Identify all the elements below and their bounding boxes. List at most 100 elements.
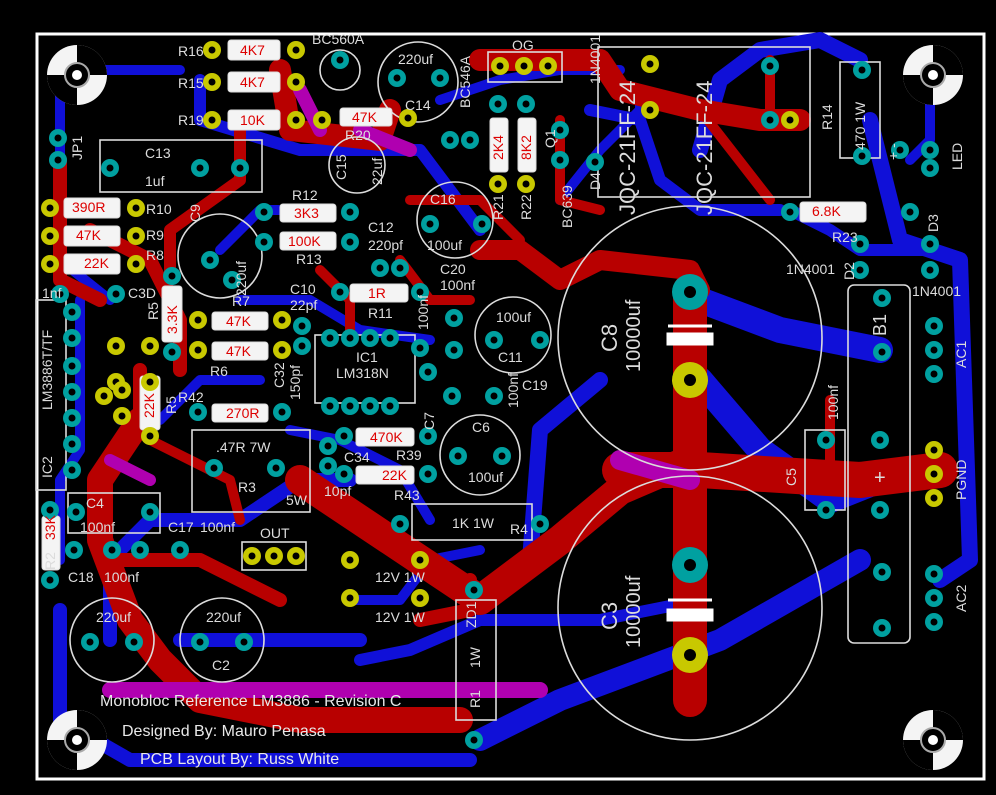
r43-body [355, 465, 415, 485]
pad-hole [54, 134, 62, 142]
label-c16: C16 [430, 191, 456, 207]
pad-hole [416, 556, 424, 564]
label-ic1-val: LM318N [336, 365, 389, 381]
label-r1-val: 1W [467, 646, 483, 668]
label-relay-2: JQC-21FF-24 [692, 81, 717, 215]
pad-hole [106, 164, 114, 172]
pad-hole [424, 432, 432, 440]
c6-outline [439, 414, 521, 496]
mounting-hole-bl [47, 710, 107, 770]
pad-hole [68, 308, 76, 316]
pad-hole [896, 146, 904, 154]
pad-hole [46, 260, 54, 268]
pad-hole [786, 208, 794, 216]
label-c15-val: 22uf [369, 158, 385, 185]
label-r14-val: 470 1W [852, 101, 868, 150]
pad-hole [930, 370, 938, 378]
pad-hole [146, 342, 154, 350]
pad-hole [396, 520, 404, 528]
pad-hole [544, 62, 552, 70]
mounting-hole-tl [47, 45, 107, 105]
pad-hole [68, 440, 76, 448]
pad-hole [46, 232, 54, 240]
r1-outline [455, 599, 497, 721]
label-r1: R1 [467, 690, 483, 708]
label-b1: B1 [870, 314, 890, 336]
pad-hole [646, 60, 654, 68]
pad-hole [68, 466, 76, 474]
label-d3: D3 [925, 214, 941, 232]
label-r20: R20 [345, 127, 371, 143]
label-r5-val: 22K [141, 392, 157, 418]
label-r4: R4 [510, 521, 528, 537]
label-r19: R19 [178, 112, 204, 128]
b1-outline [847, 284, 911, 644]
label-relay-1: JQC-21FF-24 [615, 81, 640, 215]
r22-body [517, 117, 537, 173]
pad-hole [46, 204, 54, 212]
label-d4: D4 [587, 172, 603, 190]
pad-hole [346, 208, 354, 216]
label-r14: R14 [819, 104, 835, 130]
pad-hole [906, 208, 914, 216]
label-c7: C7 [421, 412, 437, 430]
label-r10: R10 [146, 201, 172, 217]
label-c4: C4 [86, 495, 104, 511]
og-outline [487, 51, 563, 83]
silkscreen-labels: R16 4K7 BC560A R15 4K7 220uf C14 R19 10K… [39, 31, 969, 708]
label-r11: R11 [368, 305, 393, 321]
pad-hole [930, 446, 938, 454]
label-ac1: AC1 [953, 341, 969, 368]
pad-hole [878, 624, 886, 632]
mounting-holes [47, 45, 963, 770]
pad-hole [146, 508, 154, 516]
pad-hole [520, 62, 528, 70]
label-r7-val: 47K [226, 313, 252, 329]
c16-outline [416, 181, 494, 259]
pad-hole [454, 452, 462, 460]
pad-hole [298, 342, 306, 350]
label-zd2-val: 12V 1W [375, 609, 426, 625]
r16-body [227, 39, 281, 61]
pad-hole [176, 546, 184, 554]
pad-hole [926, 146, 934, 154]
pad-hole [260, 208, 268, 216]
pad-hole [292, 78, 300, 86]
pad-hole [346, 238, 354, 246]
r13-body [279, 231, 337, 251]
pad-hole [196, 164, 204, 172]
c14-outline [377, 41, 459, 123]
r21-body [489, 117, 509, 173]
label-ic1: IC1 [356, 349, 378, 365]
label-c8: C8 [597, 324, 622, 352]
label-c4-val: 100nf [80, 519, 115, 535]
pad-hole [490, 392, 498, 400]
pad-hole [376, 264, 384, 272]
pad-hole [424, 470, 432, 478]
label-r2: R2 [42, 552, 58, 570]
r15-body [227, 71, 281, 93]
pad-hole [68, 362, 76, 370]
label-r42-val: 270R [226, 405, 259, 421]
label-r5x: R5 [145, 302, 161, 320]
label-c18-val: 100nf [104, 569, 139, 585]
label-c14-val: 220uf [398, 51, 433, 67]
label-c17-val: 100nf [200, 519, 235, 535]
label-r42: R42 [178, 389, 204, 405]
label-c5-val: 100nf [825, 385, 841, 420]
label-c3: C3 [597, 602, 622, 630]
pad-hole [494, 100, 502, 108]
r23-body [799, 201, 867, 223]
label-r16: R16 [178, 43, 204, 59]
board-outline [35, 32, 986, 781]
label-c3d-pre: 1nf [42, 285, 62, 301]
pad-hole [876, 436, 884, 444]
pad-hole [326, 402, 334, 410]
pad-hole [876, 506, 884, 514]
credit-layout: PCB Layout By: Russ White [140, 751, 339, 768]
pad-hole [766, 116, 774, 124]
pad-hole [46, 576, 54, 584]
pad-hole [498, 452, 506, 460]
pad-hole [68, 334, 76, 342]
pad-hole [278, 316, 286, 324]
